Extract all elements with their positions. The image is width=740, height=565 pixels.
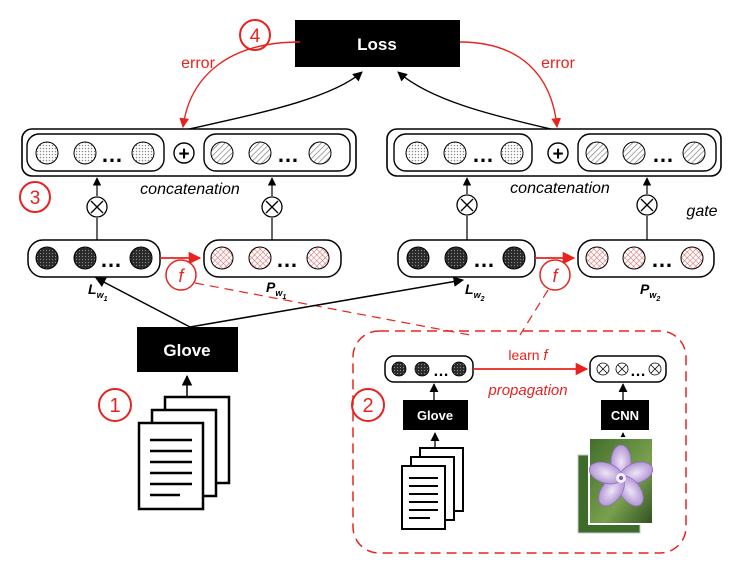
hatched-node xyxy=(308,141,332,165)
dotted-node xyxy=(73,141,97,165)
inset-glove-node: Glove xyxy=(403,400,468,430)
dark-node xyxy=(129,246,153,270)
error-right-arrow xyxy=(459,41,562,128)
dark-node xyxy=(73,246,97,270)
dark-node xyxy=(35,246,59,270)
f-function-right: f xyxy=(539,259,571,291)
dark-node xyxy=(444,246,468,270)
dark-node xyxy=(502,246,526,270)
plus-right-label: + xyxy=(552,144,563,165)
dark-node xyxy=(406,246,430,270)
hatched-node xyxy=(210,141,234,165)
crosshatched-node xyxy=(585,246,609,270)
glove-node: Glove xyxy=(137,327,238,372)
hatched-node xyxy=(248,141,272,165)
right-concat-group: … + … xyxy=(386,128,722,177)
ellipsis: … xyxy=(433,363,449,380)
crosshatched-node xyxy=(248,246,272,270)
error-left-label: error xyxy=(181,55,215,72)
multiply-icon xyxy=(261,196,283,218)
dashed-connector-left xyxy=(194,282,471,336)
pw1-vector xyxy=(203,239,342,278)
hatched-node xyxy=(682,141,706,165)
ellipsis: … xyxy=(472,142,494,167)
right-visual-vector xyxy=(577,133,717,172)
document-stack-icon xyxy=(137,395,231,511)
ellipsis: … xyxy=(473,247,495,272)
lw1-label: Lw1 xyxy=(88,281,108,303)
inset-frame xyxy=(352,330,687,554)
document-stack-icon xyxy=(401,447,464,530)
concatenation-left-label: concatenation xyxy=(140,181,240,198)
ellipsis: … xyxy=(652,142,674,167)
dashed-connector-right xyxy=(519,289,549,336)
step-4-label: 4 xyxy=(250,26,261,47)
crosshatched-node xyxy=(306,246,330,270)
dotted-node xyxy=(500,141,524,165)
plus-left-label: + xyxy=(178,144,189,165)
dotted-node xyxy=(405,141,429,165)
error-left-arrow xyxy=(179,41,301,128)
hatched-node xyxy=(622,141,646,165)
glove-to-lw2-arrow xyxy=(189,276,465,328)
ellipsis: … xyxy=(100,247,122,272)
step-2-marker: 2 xyxy=(351,388,385,422)
dotted-node xyxy=(35,141,59,165)
left-concat-group: … + … xyxy=(21,128,357,177)
crosshatched-node xyxy=(680,246,704,270)
inset-glove-label: Glove xyxy=(417,408,453,423)
propagation-label: propagation xyxy=(487,382,567,399)
learn-f-label: learn f xyxy=(508,347,549,364)
dark-node xyxy=(391,361,407,377)
right-to-loss-arrow xyxy=(397,71,556,131)
plus-operator-left xyxy=(173,142,195,164)
crosshatched-node xyxy=(622,246,646,270)
loss-node: Loss xyxy=(295,20,460,67)
ellipsis: … xyxy=(101,142,123,167)
plus-operator-right xyxy=(547,142,569,164)
hatched-node xyxy=(585,141,609,165)
crosshatched-node xyxy=(210,246,234,270)
f-left-label: f xyxy=(178,266,185,286)
step-4-marker: 4 xyxy=(239,19,271,51)
step-1-marker: 1 xyxy=(98,388,132,422)
glove-to-lw1-arrow xyxy=(95,277,191,328)
step-2-label: 2 xyxy=(362,395,373,417)
f-function-left: f xyxy=(165,259,197,291)
step-3-marker: 3 xyxy=(19,181,51,213)
cnn-node: CNN xyxy=(601,400,649,430)
cnn-label: CNN xyxy=(611,408,639,423)
ellipsis: … xyxy=(276,247,298,272)
left-to-loss-arrow xyxy=(184,71,363,131)
pw2-label: Pw2 xyxy=(640,281,660,303)
pw1-label: Pw1 xyxy=(266,279,286,301)
pw2-vector xyxy=(577,239,715,278)
multiply-icon xyxy=(86,196,108,218)
loss-label: Loss xyxy=(357,35,397,54)
f-right-label: f xyxy=(552,266,559,286)
ellipsis: … xyxy=(630,363,646,380)
dotted-node xyxy=(443,141,467,165)
ellipsis: … xyxy=(651,247,673,272)
multiply-icon xyxy=(456,194,478,216)
dark-node xyxy=(414,361,430,377)
dotted-node xyxy=(131,141,155,165)
glove-label: Glove xyxy=(163,341,210,360)
step-3-label: 3 xyxy=(30,188,41,209)
ellipsis: … xyxy=(277,142,299,167)
lw2-label: Lw2 xyxy=(465,281,485,303)
multiply-icon xyxy=(636,194,658,216)
concatenation-right-label: concatenation xyxy=(510,180,610,197)
step-1-label: 1 xyxy=(109,395,120,417)
flower-image-icon xyxy=(577,437,654,534)
gate-label: gate xyxy=(686,203,717,220)
dark-node xyxy=(451,361,467,377)
error-right-label: error xyxy=(541,55,575,72)
